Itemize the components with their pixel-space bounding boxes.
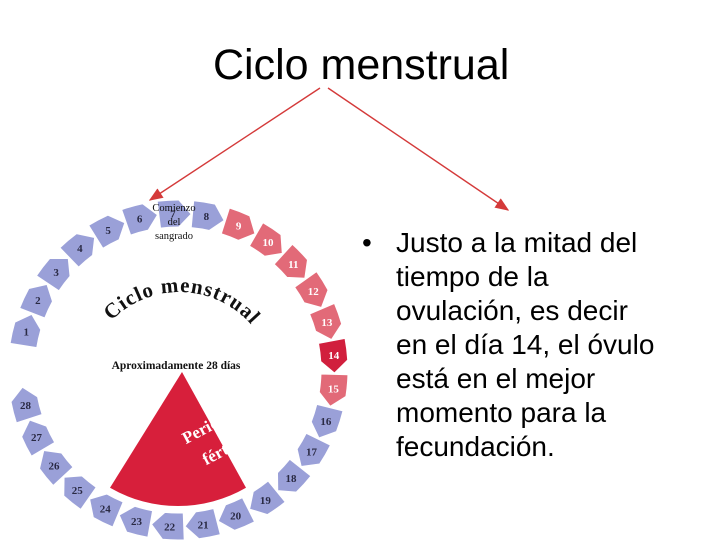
- start-label-line-1: Comienzo: [152, 203, 195, 214]
- fertile-sector: [110, 372, 246, 506]
- day-segment-16: [310, 403, 344, 439]
- day-number-23: 23: [131, 516, 143, 528]
- day-number-6: 6: [137, 213, 143, 225]
- bullet-line: momento para la: [396, 397, 607, 428]
- day-number-17: 17: [306, 447, 318, 459]
- bullet-line: está en el mejor: [396, 363, 596, 394]
- day-number-19: 19: [260, 495, 272, 507]
- day-number-2: 2: [35, 295, 41, 307]
- day-number-9: 9: [236, 221, 242, 233]
- day-number-24: 24: [100, 504, 112, 516]
- bullet-line: en el día 14, el óvulo: [396, 329, 655, 360]
- day-segment-2: [18, 283, 54, 319]
- start-label-line-3: sangrado: [155, 231, 193, 242]
- day-segment-21: [184, 507, 221, 540]
- day-number-11: 11: [288, 259, 298, 271]
- day-number-26: 26: [49, 461, 61, 473]
- bullet-dot: •: [362, 227, 372, 258]
- day-number-22: 22: [164, 521, 176, 533]
- slide-title: Ciclo menstrual: [213, 41, 510, 89]
- start-label-line-2: del: [168, 217, 181, 228]
- day-segment-18: [276, 458, 312, 493]
- day-segment-15: [318, 373, 349, 408]
- day-segment-17: [296, 432, 332, 468]
- day-number-12: 12: [308, 286, 320, 298]
- day-number-21: 21: [198, 519, 209, 531]
- day-segment-26: [38, 449, 74, 487]
- day-number-16: 16: [320, 416, 332, 428]
- day-segment-5: [88, 214, 126, 250]
- day-segment-6: [121, 203, 159, 236]
- day-segment-28: [10, 386, 43, 424]
- day-segment-4: [59, 233, 96, 268]
- day-number-5: 5: [105, 225, 111, 237]
- day-segment-7: [156, 199, 192, 229]
- day-segment-23: [118, 505, 154, 538]
- day-segment-9: [220, 207, 256, 241]
- day-segment-8: [190, 200, 225, 231]
- arrow-to-text: [327, 87, 510, 211]
- bullet-line: tiempo de la: [396, 261, 549, 292]
- day-number-28: 28: [20, 400, 32, 412]
- bullet-line: ovulación, es decir: [396, 295, 628, 326]
- day-number-27: 27: [31, 432, 43, 444]
- day-segment-3: [35, 257, 71, 292]
- bullet-list: • Justo a la mitad del tiempo de la ovul…: [362, 226, 722, 464]
- day-segment-24: [89, 493, 124, 528]
- bullet-line: Justo a la mitad del: [396, 227, 638, 258]
- day-number-14: 14: [328, 350, 340, 362]
- day-segment-12: [293, 270, 329, 309]
- day-number-25: 25: [72, 485, 84, 497]
- day-segment-22: [150, 511, 185, 541]
- bullet-line: fecundación.: [396, 431, 555, 462]
- day-number-7: 7: [170, 209, 176, 221]
- day-number-18: 18: [286, 473, 298, 485]
- cycle-subtitle: Aproximadamente 28 días: [112, 360, 241, 372]
- day-number-1: 1: [24, 327, 30, 339]
- cycle-center-title: Ciclo menstrual: [98, 273, 265, 329]
- day-segment-25: [63, 475, 97, 511]
- day-number-10: 10: [263, 237, 275, 249]
- day-number-13: 13: [321, 317, 333, 329]
- bullet-item: • Justo a la mitad del tiempo de la ovul…: [362, 226, 722, 464]
- day-segment-1: [9, 313, 42, 349]
- day-number-4: 4: [77, 243, 83, 255]
- day-number-20: 20: [230, 511, 242, 523]
- start-bleeding-label: Comienzo del sangrado: [152, 203, 195, 242]
- day-segment-20: [217, 497, 256, 531]
- day-segment-10: [248, 222, 283, 257]
- day-number-15: 15: [328, 383, 340, 395]
- day-segment-14: [317, 337, 349, 374]
- day-segment-27: [21, 419, 56, 457]
- day-number-3: 3: [53, 267, 59, 279]
- day-segment-19: [249, 480, 286, 516]
- arrow-to-diagram: [148, 87, 321, 201]
- day-segment-11: [273, 243, 309, 279]
- day-segment-13: [308, 302, 343, 341]
- day-number-8: 8: [204, 211, 210, 223]
